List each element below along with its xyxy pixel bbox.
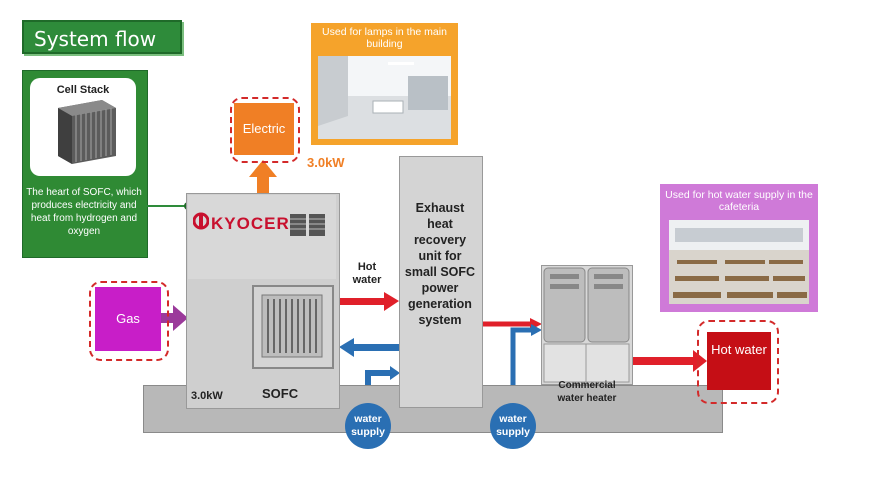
hot-water-label: Hot water bbox=[707, 332, 771, 390]
gas-dashed-frame bbox=[89, 281, 169, 361]
cell-stack-title: Cell Stack bbox=[56, 84, 110, 96]
hot-water-arrow-shaft bbox=[338, 298, 386, 305]
electric-usage-panel: Used for lamps in the main building bbox=[311, 23, 458, 145]
hot-water-out-head bbox=[693, 350, 707, 372]
electric-power: 3.0kW bbox=[307, 155, 345, 170]
sofc-upper-panel bbox=[188, 195, 336, 279]
electric-dashed-frame bbox=[230, 97, 300, 163]
commercial-water-heater bbox=[541, 265, 633, 385]
sofc-label: SOFC bbox=[262, 386, 299, 401]
kyocera-logo-icon bbox=[192, 211, 210, 231]
water-supply-head-1 bbox=[390, 366, 400, 380]
electric-usage-note: Used for lamps in the main building bbox=[322, 26, 447, 50]
cell-stack-icon bbox=[58, 100, 116, 164]
return-arrow-head bbox=[339, 338, 354, 357]
water-supply-badge-2: water supply bbox=[490, 403, 536, 449]
main-building-photo bbox=[318, 56, 451, 139]
sofc-power: 3.0kW bbox=[191, 390, 223, 402]
exhaust-unit-label: Exhaust heat recovery unit for small SOF… bbox=[404, 201, 476, 327]
hot-water-flow-label: Hot water bbox=[352, 261, 382, 286]
heater-label: Commercial water heater bbox=[557, 380, 617, 404]
cell-stack-image-card bbox=[30, 78, 136, 176]
water-supply-head-2 bbox=[531, 324, 542, 336]
gas-arrow-head bbox=[173, 305, 188, 331]
kyocera-brand: KYOCERA bbox=[211, 214, 304, 233]
hot-water-out-shaft bbox=[631, 357, 695, 365]
electric-label: Electric bbox=[234, 103, 294, 155]
hot-water-arrow-head bbox=[384, 292, 399, 311]
electric-arrow-head bbox=[249, 160, 277, 177]
hot-water-dashed-frame bbox=[697, 320, 779, 404]
water-supply-badge-1: water supply bbox=[345, 403, 391, 449]
cafeteria-photo bbox=[669, 220, 809, 304]
electric-arrow-shaft bbox=[257, 175, 269, 193]
vent-icon bbox=[290, 214, 326, 236]
cafeteria-usage-panel: Used for hot water supply in the cafeter… bbox=[660, 184, 818, 312]
cafeteria-usage-note: Used for hot water supply in the cafeter… bbox=[665, 189, 813, 213]
gas-label: Gas bbox=[95, 287, 161, 351]
sofc-grill bbox=[252, 285, 334, 369]
return-arrow-shaft bbox=[352, 344, 399, 351]
page-title: System flow bbox=[22, 20, 182, 54]
exhaust-heat-recovery-unit bbox=[399, 156, 483, 408]
water-supply-line-2 bbox=[510, 327, 533, 405]
cell-stack-description: The heart of SOFC, which produces electr… bbox=[26, 187, 142, 237]
